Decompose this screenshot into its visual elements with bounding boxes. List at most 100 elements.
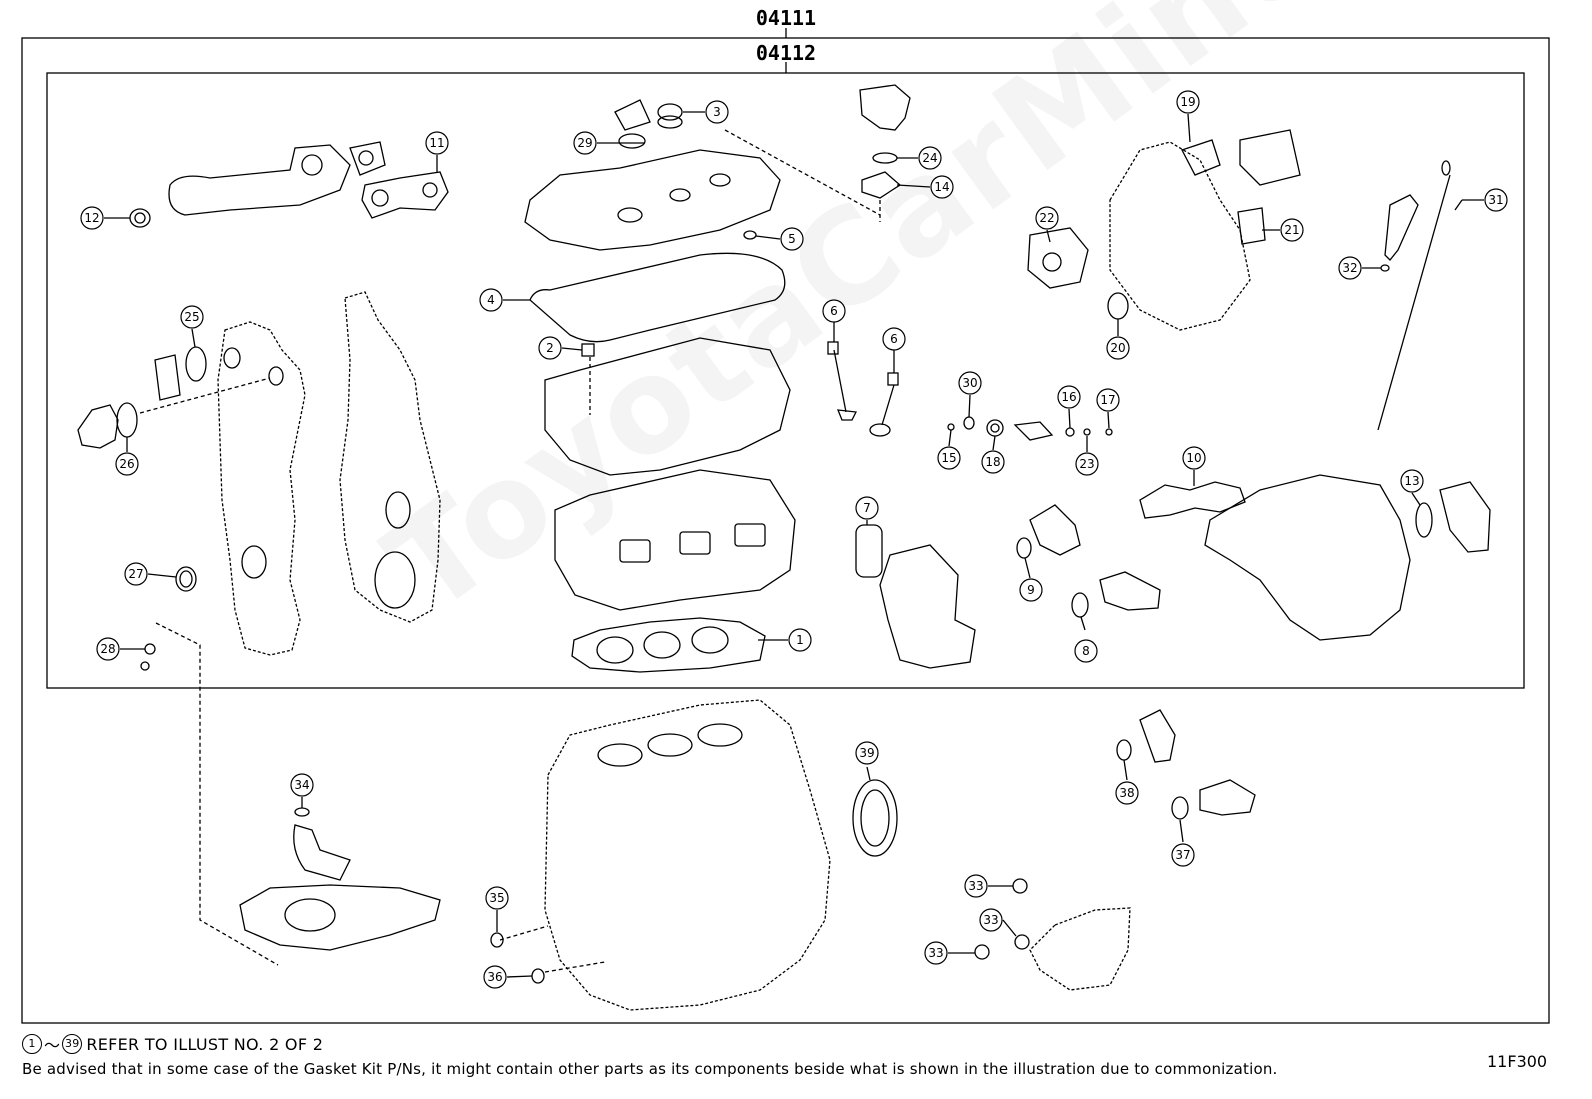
range-separator: ～: [44, 1036, 61, 1055]
callout-12: 12: [80, 206, 104, 230]
svg-text:13: 13: [1404, 474, 1419, 488]
refer-note: 1 ～ 39 REFER TO ILLUST NO. 2 OF 2: [22, 1032, 323, 1056]
svg-text:9: 9: [1027, 583, 1035, 597]
svg-text:30: 30: [962, 376, 977, 390]
callout-39: 39: [855, 741, 879, 765]
svg-text:37: 37: [1175, 848, 1190, 862]
callout-2: 2: [538, 336, 562, 360]
svg-text:35: 35: [489, 891, 504, 905]
callout-11: 11: [425, 131, 449, 155]
callout-17: 17: [1096, 388, 1120, 412]
manifold-gasket-part: [361, 171, 449, 219]
callout-33b: 33: [979, 908, 1003, 932]
callout-29: 29: [573, 131, 597, 155]
timing-chain-cover-part: [339, 291, 441, 623]
camshaft-housing-part: [544, 337, 791, 476]
callout-25: 25: [180, 305, 204, 329]
callout-27: 27: [124, 562, 148, 586]
callout-24: 24: [918, 146, 942, 170]
svg-text:24: 24: [922, 151, 937, 165]
callout-3: 3: [705, 100, 729, 124]
intake-gasket-part: [1139, 481, 1246, 519]
svg-text:33: 33: [983, 913, 998, 927]
water-outlet-part: [879, 544, 976, 669]
cylinder-block-part: [544, 699, 831, 1011]
callout-38: 38: [1115, 781, 1139, 805]
callout-26: 26: [115, 452, 139, 476]
svg-text:38: 38: [1119, 786, 1134, 800]
callout-leaders: [104, 111, 1484, 978]
callout-18: 18: [981, 450, 1005, 474]
callout-1: 1: [788, 628, 812, 652]
callout-20: 20: [1106, 336, 1130, 360]
callout-32: 32: [1338, 256, 1362, 280]
callout-34: 34: [290, 773, 314, 797]
svg-text:11: 11: [429, 136, 444, 150]
svg-text:28: 28: [100, 642, 115, 656]
svg-text:25: 25: [184, 310, 199, 324]
callout-31: 31: [1484, 188, 1508, 212]
svg-text:17: 17: [1100, 393, 1115, 407]
callout-4: 4: [479, 288, 503, 312]
svg-text:3: 3: [713, 105, 721, 119]
svg-text:33: 33: [928, 946, 943, 960]
callout-10: 10: [1182, 446, 1206, 470]
svg-text:21: 21: [1284, 223, 1299, 237]
figure-id: 11F300: [1487, 1052, 1548, 1071]
svg-text:31: 31: [1488, 193, 1503, 207]
svg-text:36: 36: [487, 970, 502, 984]
callout-33a: 33: [964, 874, 988, 898]
svg-text:5: 5: [788, 232, 796, 246]
cover-gasket-part: [529, 252, 786, 343]
svg-text:1: 1: [796, 633, 804, 647]
dashed-leaders: [139, 129, 881, 973]
callout-16: 16: [1057, 385, 1081, 409]
head-gasket-part: [571, 617, 766, 673]
callout-7: 7: [855, 496, 879, 520]
valve-cover-part: [524, 149, 781, 251]
svg-text:2: 2: [546, 341, 554, 355]
timing-cover-part: [217, 321, 306, 656]
range-end-badge: 39: [62, 1034, 83, 1054]
callout-6b: 6: [882, 327, 906, 351]
svg-text:23: 23: [1079, 457, 1094, 471]
exhaust-manifold-part: [168, 144, 351, 216]
callout-14: 14: [930, 175, 954, 199]
svg-text:10: 10: [1186, 451, 1201, 465]
callout-6a: 6: [822, 299, 846, 323]
svg-text:14: 14: [934, 180, 949, 194]
callout-8: 8: [1074, 639, 1098, 663]
callout-21: 21: [1280, 218, 1304, 242]
callout-5: 5: [780, 227, 804, 251]
svg-text:6: 6: [830, 304, 838, 318]
svg-text:18: 18: [985, 455, 1000, 469]
callout-37: 37: [1171, 843, 1195, 867]
outer-assembly-code: 04111: [756, 6, 816, 30]
svg-text:7: 7: [863, 501, 871, 515]
svg-text:20: 20: [1110, 341, 1125, 355]
range-start-badge: 1: [22, 1034, 42, 1054]
svg-text:22: 22: [1039, 211, 1054, 225]
callout-36: 36: [483, 965, 507, 989]
advisory-note: Be advised that in some case of the Gask…: [22, 1060, 1278, 1078]
turbo-part: [1109, 141, 1251, 331]
refer-text: REFER TO ILLUST NO. 2 OF 2: [86, 1034, 324, 1054]
cylinder-head-part: [554, 469, 796, 611]
oil-seal-39-part: [852, 779, 898, 857]
gasket-7-part: [855, 524, 883, 578]
svg-text:34: 34: [294, 778, 309, 792]
callout-19: 19: [1176, 90, 1200, 114]
intake-manifold-part: [1204, 474, 1411, 641]
svg-text:6: 6: [890, 332, 898, 346]
inner-assembly-code: 04112: [756, 41, 816, 65]
callout-30: 30: [958, 371, 982, 395]
callout-35: 35: [485, 886, 509, 910]
svg-text:27: 27: [128, 567, 143, 581]
svg-text:4: 4: [487, 293, 495, 307]
svg-text:15: 15: [941, 451, 956, 465]
callout-28: 28: [96, 637, 120, 661]
oil-pan-part: [239, 884, 441, 951]
svg-text:29: 29: [577, 136, 592, 150]
